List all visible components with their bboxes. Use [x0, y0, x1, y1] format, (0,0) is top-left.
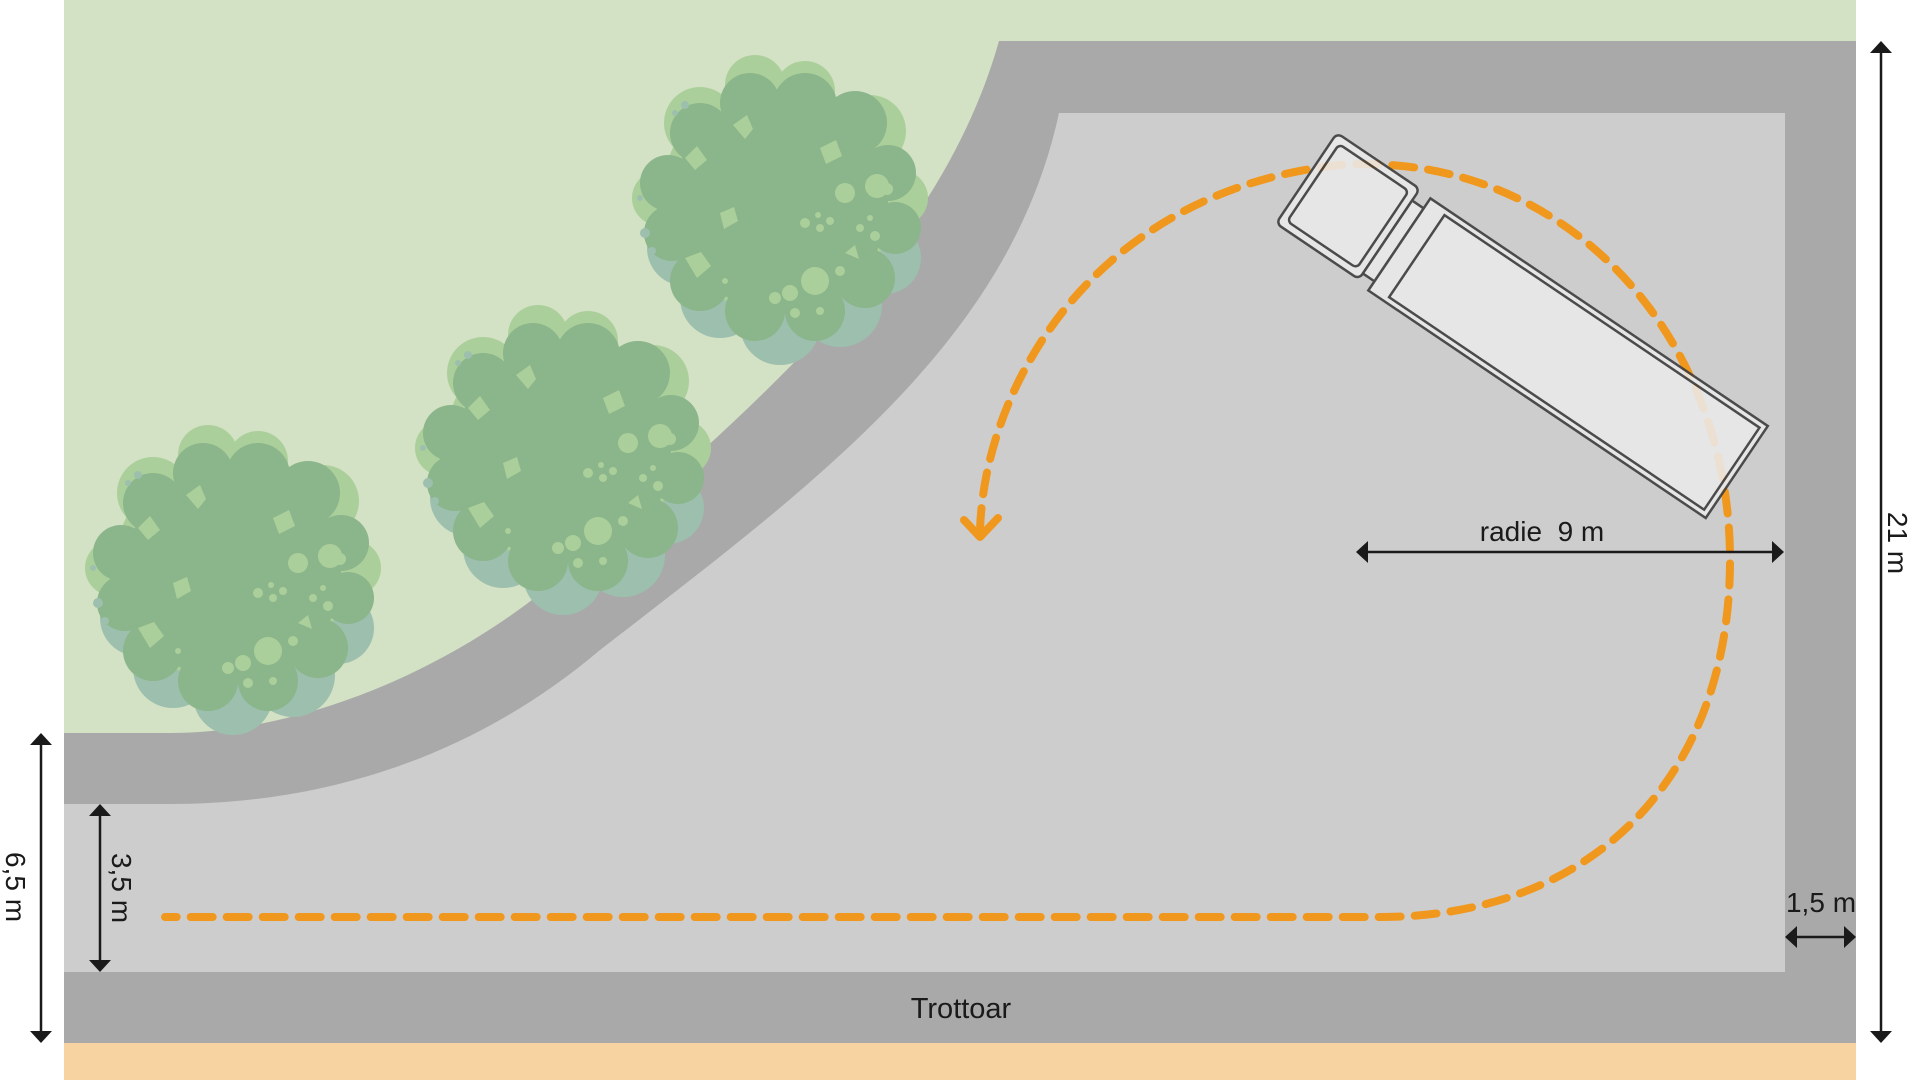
- lane-width-dimension: 3,5 m: [89, 804, 137, 972]
- side-curb-label: 1,5 m: [1786, 887, 1856, 918]
- side-curb-dimension: 1,5 m: [1785, 887, 1856, 948]
- truck-icon: [1277, 134, 1770, 520]
- entry-width-dimension: 6,5 m: [0, 733, 52, 1043]
- pavement: [64, 113, 1785, 972]
- sidewalk-edge: [64, 1043, 1856, 1080]
- entry-width-label: 6,5 m: [0, 852, 31, 922]
- radius-label: radie 9 m: [1480, 516, 1605, 547]
- total-depth-dimension: 21 m: [1870, 41, 1913, 1043]
- sidewalk-label: Trottoar: [911, 993, 1012, 1025]
- radius-dimension: radie 9 m: [1356, 516, 1784, 563]
- total-depth-label: 21 m: [1882, 512, 1913, 574]
- turning-arrowhead: [960, 514, 1002, 541]
- lane-width-label: 3,5 m: [106, 853, 137, 923]
- turning-path: [161, 160, 1735, 921]
